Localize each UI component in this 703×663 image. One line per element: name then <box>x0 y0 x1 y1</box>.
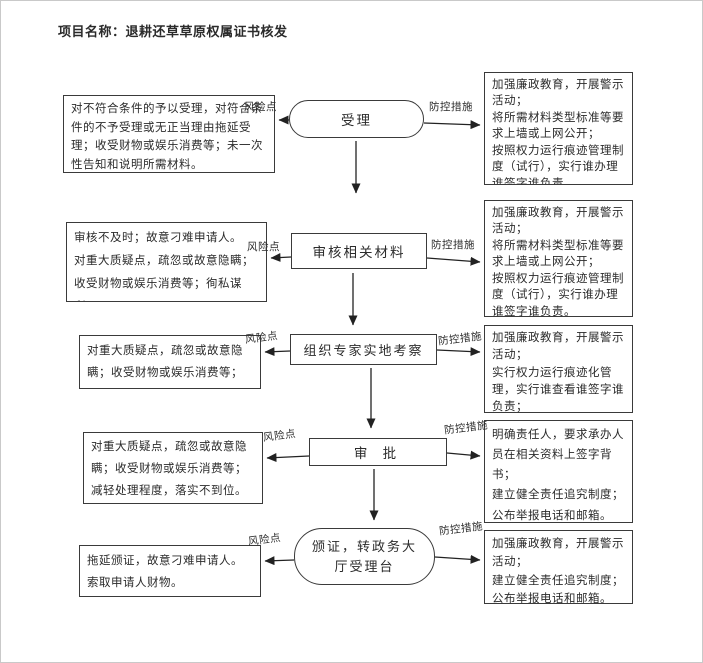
control-box-1: 加强廉政教育，开展警示活动； 将所需材料类型标准等要求上墙或上网公开； 按照权力… <box>484 72 633 185</box>
arrow-control-4 <box>446 450 481 460</box>
page-title: 项目名称：退耕还草草原权属证书核发 <box>58 24 288 39</box>
arrow-risk-2 <box>270 253 292 263</box>
control-label-4: 防控措施 <box>443 420 489 437</box>
risk-box-3: 对重大质疑点，疏忽或故意隐瞒；收受财物或娱乐消费等；徇私谋利。 <box>79 335 261 389</box>
flow-node-expert-inspection: 组织专家实地考察 <box>290 334 437 365</box>
arrow-risk-5 <box>264 556 295 566</box>
control-label-5: 防控措施 <box>438 521 484 538</box>
flow-node-issue-certificate: 颁证，转政务大厅受理台 <box>294 528 435 585</box>
risk-label-3: 风险点 <box>244 331 279 346</box>
arrow-control-5 <box>434 554 481 564</box>
risk-box-1: 对不符合条件的予以受理，对符合条件的不予受理或无正当理由拖延受理；收受财物或娱乐… <box>63 95 275 173</box>
control-box-3: 加强廉政教育，开展警示活动； 实行权力运行痕迹化管理，实行谁查看谁签字谁负责； … <box>484 325 633 413</box>
control-label-3: 防控措施 <box>437 331 483 348</box>
risk-box-5: 拖延颁证，故意刁难申请人。索取申请人财物。 <box>79 545 261 597</box>
arrow-risk-3 <box>264 347 291 357</box>
flow-node-review-materials: 审核相关材料 <box>291 233 427 269</box>
control-label-2: 防控措施 <box>431 240 475 251</box>
control-box-4: 明确责任人，要求承办人员在相关资料上签字背书； 建立健全责任追究制度； 公布举报… <box>484 420 633 523</box>
arrow-control-3 <box>436 347 481 357</box>
control-label-1: 防控措施 <box>429 102 473 113</box>
control-box-5: 加强廉政教育，开展警示活动； 建立健全责任追究制度； 公布举报电话和邮箱。 <box>484 530 633 604</box>
risk-label-5: 风险点 <box>247 533 282 548</box>
arrow-control-2 <box>426 256 481 266</box>
control-box-2: 加强廉政教育，开展警示活动； 将所需材料类型标准等要求上墙或上网公开； 按照权力… <box>484 200 633 317</box>
arrow-risk-4 <box>266 453 310 463</box>
arrow-control-1 <box>423 120 481 130</box>
risk-label-4: 风险点 <box>262 429 297 444</box>
risk-box-2: 审核不及时；故意刁难申请人。 对重大质疑点，疏忽或故意隐瞒；收受财物或娱乐消费等… <box>66 222 267 302</box>
risk-box-4: 对重大质疑点，疏忽或故意隐瞒；收受财物或娱乐消费等；减轻处理程度，落实不到位。 <box>83 432 263 504</box>
flow-node-approval: 审 批 <box>309 438 447 466</box>
risk-label-1: 风险点 <box>244 102 277 113</box>
risk-label-2: 风险点 <box>247 242 280 253</box>
flow-node-accept: 受理 <box>289 100 424 138</box>
